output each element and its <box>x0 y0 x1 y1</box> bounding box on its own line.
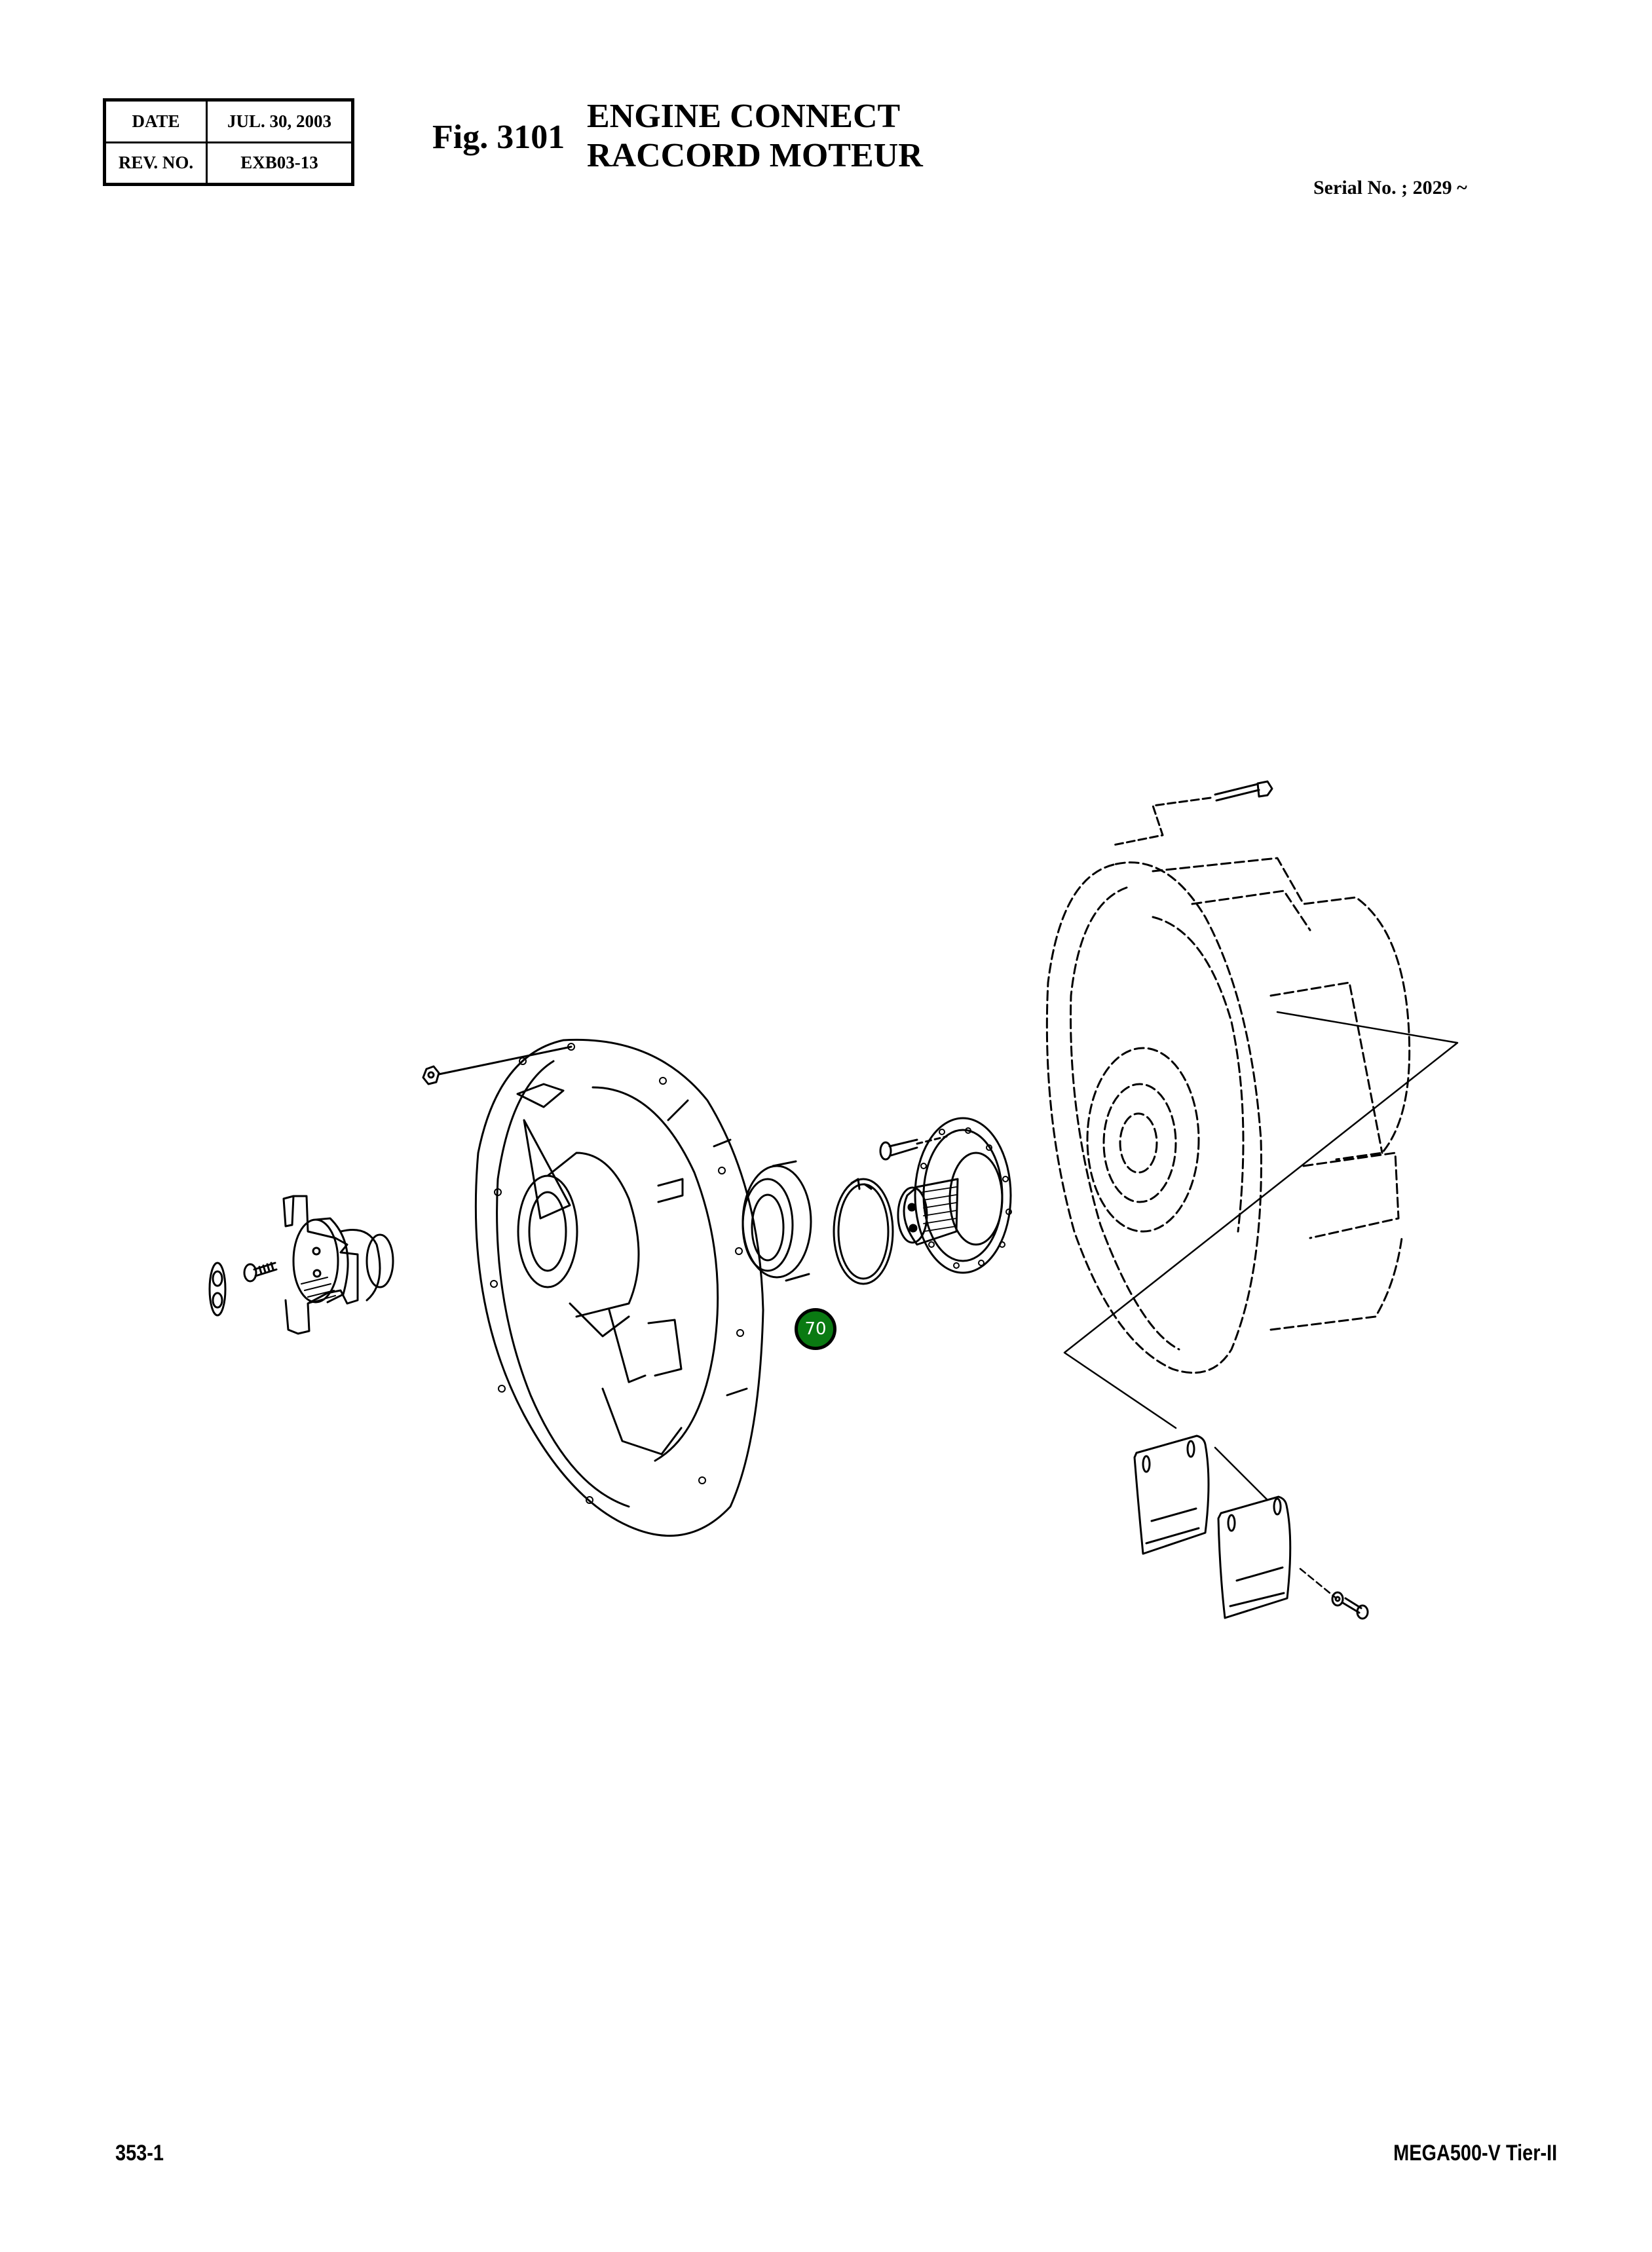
bearing-icon <box>742 1160 812 1282</box>
callout-70-bearing[interactable]: 70 <box>795 1308 836 1350</box>
adapter-housing-icon <box>474 1038 764 1537</box>
page-title: ENGINE CONNECT RACCORD MOTEUR <box>587 97 923 176</box>
serial-number: Serial No. ; 2029 ~ <box>1313 177 1467 198</box>
snap-ring-icon <box>833 1178 894 1285</box>
cap-icon <box>292 1217 349 1304</box>
title-english: ENGINE CONNECT <box>587 98 901 135</box>
bolt-icon <box>243 1262 278 1283</box>
rev-label: REV. NO. <box>103 141 208 185</box>
cover-plate-icon <box>1133 1435 1210 1555</box>
nut-icon <box>422 1045 573 1085</box>
bolt-icon <box>1342 1597 1369 1620</box>
bolt-icon <box>879 1135 948 1161</box>
revision-table: DATE JUL. 30, 2003 REV. NO. EXB03-13 <box>103 98 354 186</box>
transmission-housing-icon <box>1045 857 1411 1374</box>
cover-plate-icon <box>1217 1495 1292 1619</box>
washer-icon <box>1299 1567 1344 1607</box>
date-label: DATE <box>103 99 208 143</box>
figure-number: Fig. 3101 <box>432 119 565 156</box>
model-name: MEGA500-V Tier-II <box>1393 2141 1557 2166</box>
leader-lines <box>1063 1011 1459 1501</box>
title-french: RACCORD MOTEUR <box>587 137 923 174</box>
rev-value: EXB03-13 <box>206 141 354 185</box>
flange-shaft-icon <box>897 1117 1012 1274</box>
washer-icon <box>208 1262 227 1317</box>
date-value: JUL. 30, 2003 <box>206 99 354 143</box>
coupling-yoke-icon <box>282 1195 394 1335</box>
page-number: 353-1 <box>115 2141 164 2166</box>
bolt-icon <box>1112 780 1273 846</box>
